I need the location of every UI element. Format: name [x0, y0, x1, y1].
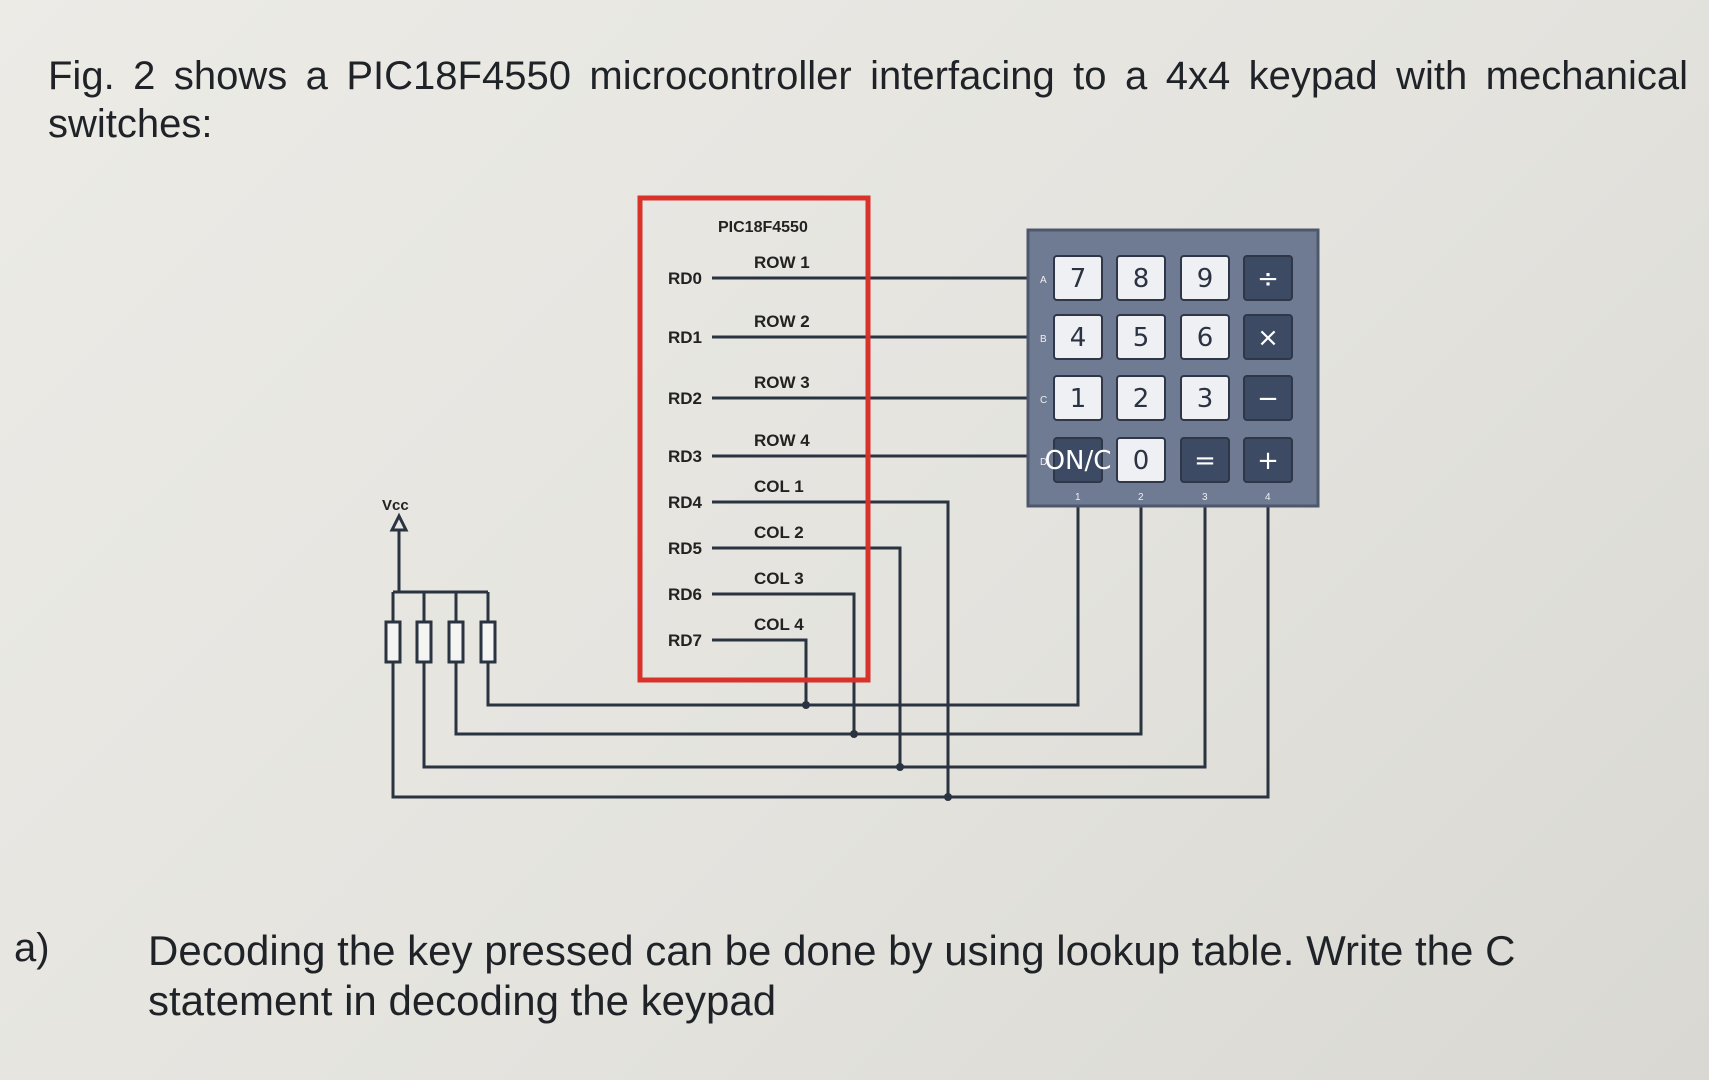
resistor-3 [447, 620, 465, 664]
key-label: 2 [1133, 384, 1150, 414]
microcontroller-chip [637, 195, 871, 683]
col-pin-wire-1 [712, 500, 950, 797]
keypad-col-wire-2 [454, 502, 1143, 736]
key-2-0 [1053, 375, 1103, 421]
signal-label-row-1: ROW 1 [754, 253, 810, 272]
pin-label-rd1: RD1 [668, 328, 702, 347]
signal-label-col-1: COL 1 [754, 477, 804, 496]
row-marker: A [1040, 275, 1047, 286]
question-text: Decoding the key pressed can be done by … [148, 927, 1516, 1024]
key-3-3 [1243, 437, 1293, 483]
pin-label-rd4: RD4 [668, 493, 703, 512]
key-2-2 [1180, 375, 1230, 421]
resistor-2 [415, 620, 433, 664]
col-marker: 1 [1075, 492, 1081, 503]
key-label: 8 [1133, 264, 1150, 294]
vcc-arrow-icon [389, 512, 409, 532]
col-pin-wire-3 [712, 592, 856, 734]
key-label: = [1194, 446, 1216, 476]
key-0-0 [1053, 255, 1103, 301]
junction-dot [896, 763, 904, 771]
key-0-3 [1243, 255, 1293, 301]
signal-label-col-4: COL 4 [754, 615, 804, 634]
junction-dot [944, 793, 952, 801]
row-marker: C [1040, 395, 1047, 406]
key-label: 7 [1070, 264, 1087, 294]
key-3-0 [1053, 437, 1103, 483]
pin-label-rd5: RD5 [668, 539, 702, 558]
key-0-2 [1180, 255, 1230, 301]
pin-label-rd2: RD2 [668, 389, 702, 408]
junction-dot [850, 730, 858, 738]
key-0-1 [1116, 255, 1166, 301]
signal-label-col-3: COL 3 [754, 569, 804, 588]
keypad-col-wire-4 [391, 502, 1270, 799]
col-marker: 2 [1138, 492, 1144, 503]
key-label: × [1257, 323, 1279, 353]
signal-label-row-3: ROW 3 [754, 373, 810, 392]
chip-name: PIC18F4550 [718, 219, 808, 236]
key-label: ÷ [1257, 264, 1279, 294]
resistor-1 [384, 620, 402, 664]
key-3-2 [1180, 437, 1230, 483]
pin-label-rd7: RD7 [668, 631, 702, 650]
key-1-2 [1180, 314, 1230, 360]
signal-label-col-2: COL 2 [754, 523, 804, 542]
junction-dot [802, 701, 810, 709]
wiring [391, 276, 1270, 801]
col-marker: 3 [1202, 492, 1208, 503]
pin-labels: RD0 ROW 1 RD1 ROW 2 RD2 ROW 3 RD3 ROW 4 RD4 COL 1… [668, 253, 810, 650]
resistor-4 [479, 620, 497, 664]
pull-up-resistors [384, 620, 497, 664]
keypad-col-wire-3 [422, 502, 1207, 769]
key-2-3 [1243, 375, 1293, 421]
key-1-1 [1116, 314, 1166, 360]
key-label: ON/C [1045, 446, 1112, 476]
row-marker: D [1040, 457, 1047, 468]
key-label: 3 [1197, 384, 1214, 414]
key-label: 5 [1133, 323, 1150, 353]
key-3-1 [1116, 437, 1166, 483]
key-1-0 [1053, 314, 1103, 360]
signal-label-row-4: ROW 4 [754, 431, 810, 450]
question-marker: a) [14, 926, 50, 970]
vcc-symbol: Vcc [382, 497, 409, 532]
key-label: 6 [1197, 323, 1214, 353]
row-marker: B [1040, 334, 1047, 345]
col-marker: 4 [1265, 492, 1271, 503]
key-label: 0 [1133, 446, 1150, 476]
key-label: − [1257, 384, 1279, 414]
vcc-label: Vcc [382, 497, 409, 514]
pin-label-rd6: RD6 [668, 585, 702, 604]
intro-text: Fig. 2 shows a PIC18F4550 microcontrolle… [48, 54, 1688, 146]
key-label: 9 [1197, 264, 1214, 294]
col-pin-wire-2 [712, 546, 902, 767]
key-label: 1 [1070, 384, 1087, 414]
col-pin-wire-4 [712, 638, 808, 705]
keypad: A B C D 1 2 3 4 7 8 9 ÷ 4 5 6 × 1 2 3 − ON/C 0 = + [1026, 228, 1320, 508]
key-label: + [1257, 446, 1279, 476]
key-2-1 [1116, 375, 1166, 421]
signal-label-row-2: ROW 2 [754, 312, 810, 331]
key-label: 4 [1070, 323, 1087, 353]
pin-label-rd0: RD0 [668, 269, 702, 288]
pin-label-rd3: RD3 [668, 447, 702, 466]
keypad-col-wire-1 [486, 502, 1080, 707]
key-1-3 [1243, 314, 1293, 360]
